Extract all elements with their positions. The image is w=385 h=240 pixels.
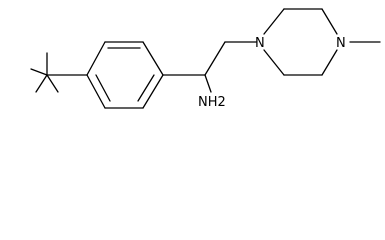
piperazine-ring: [263, 8, 338, 76]
piperazine-n1-label: N: [255, 36, 265, 51]
benzene-ring: [86, 41, 164, 109]
tert-butyl-group: [30, 52, 88, 93]
ethyl-chain: [162, 41, 257, 93]
piperazine-n4-label: N: [336, 36, 346, 51]
amine-label: NH2: [198, 95, 226, 110]
molecule-diagram: NH2 N N: [30, 8, 381, 110]
